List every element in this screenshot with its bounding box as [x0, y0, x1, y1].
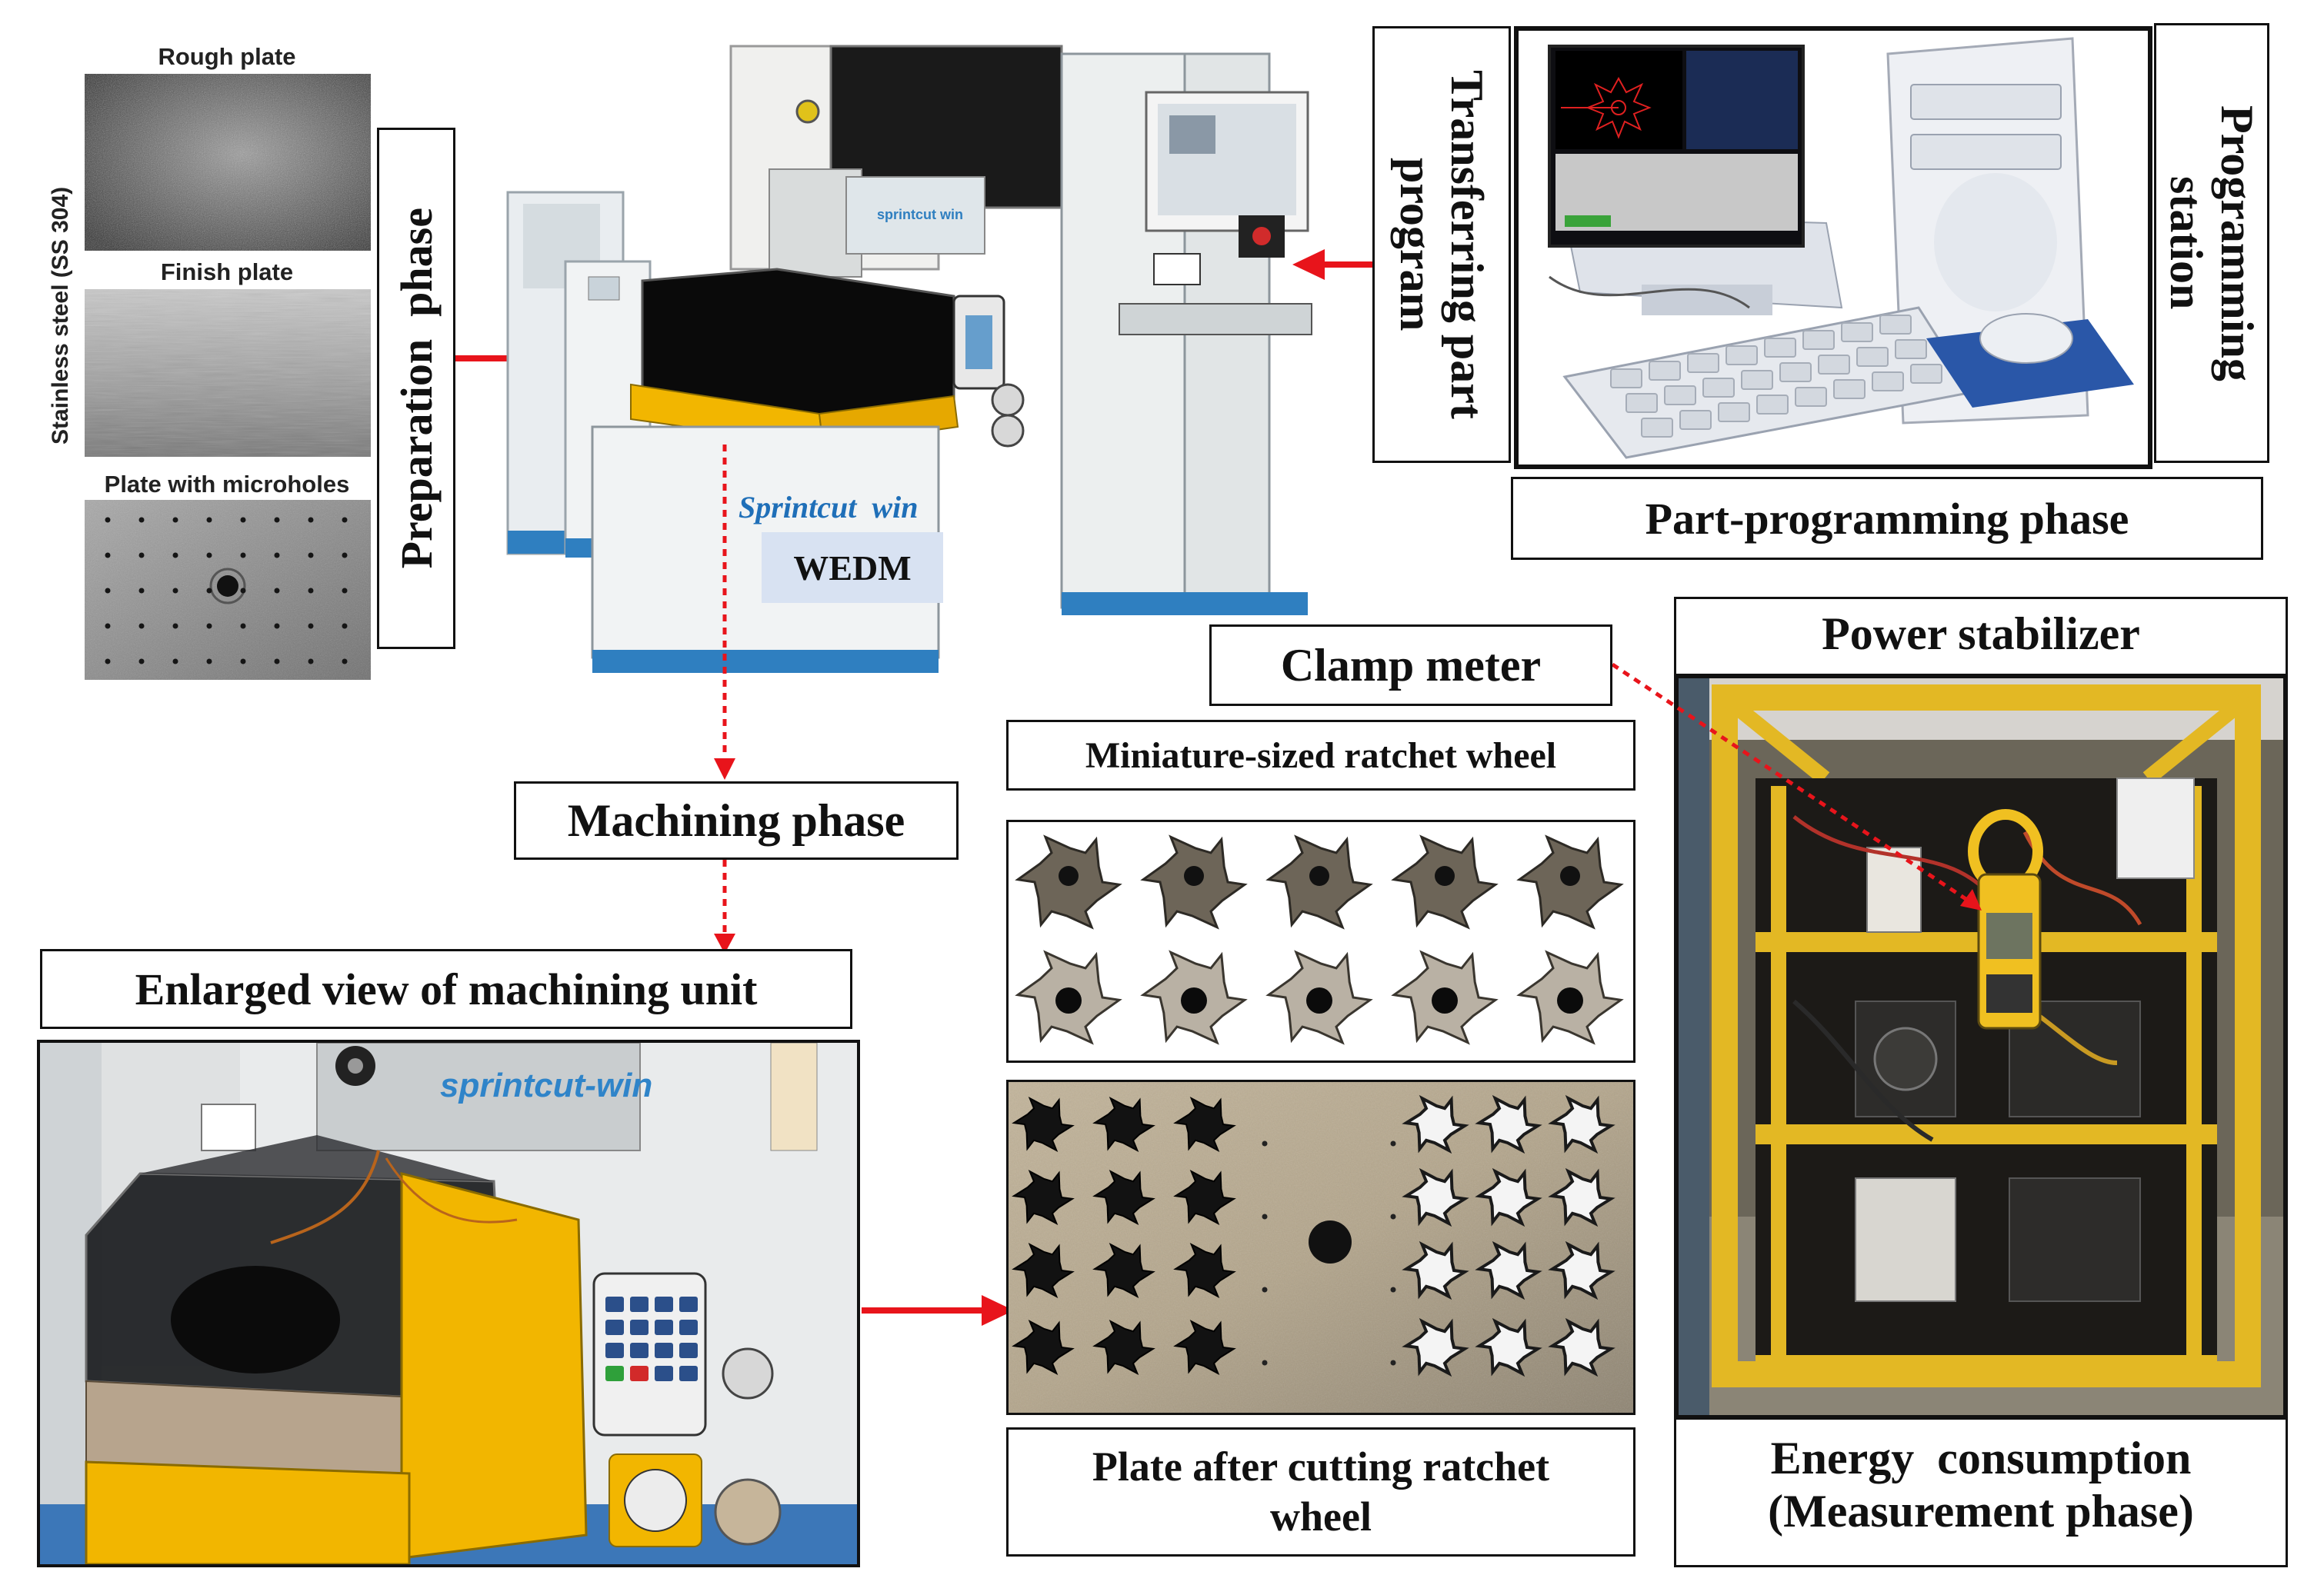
enlarged-view-box: Enlarged view of machining unit — [40, 949, 852, 1029]
ratchet-wheel-box: Miniature-sized ratchet wheel — [1006, 720, 1635, 791]
microholes-plate-label: Plate with microholes — [104, 471, 350, 498]
finish-plate-label: Finish plate — [160, 258, 294, 285]
preparation-phase-label: Preparation phase — [391, 208, 442, 569]
dotted-pointer-icon — [1612, 662, 1982, 911]
ratchet-wheel-label: Miniature-sized ratchet wheel — [1085, 734, 1557, 776]
cut-plate-image — [1006, 1080, 1635, 1415]
power-stabilizer-label: Power stabilizer — [1822, 608, 2140, 659]
programming-station-label: Programming station — [2161, 105, 2262, 381]
plate-after-cutting-line1: Plate after cutting ratchet — [1092, 1443, 1550, 1490]
panel-logo-text: sprintcut win — [877, 207, 963, 222]
wedm-label: WEDM — [793, 548, 912, 588]
arrow-down-dotted-icon — [714, 445, 735, 780]
preparation-phase-box: Preparation phase — [377, 128, 455, 649]
energy-consumption-line: Energy consumption — [1770, 1433, 2192, 1483]
microholes-plate-image — [85, 500, 371, 680]
arrow-down-dotted-icon-2 — [714, 860, 735, 954]
power-stabilizer-image — [1674, 674, 2288, 1420]
rough-plate-image — [85, 74, 371, 251]
programming-station-box: Programming station — [2154, 23, 2269, 463]
measurement-phase-label: Energy consumption (Measurement phase) — [1674, 1432, 2288, 1538]
material-label: Stainless steel (SS 304) — [48, 186, 73, 445]
enlarged-view-label: Enlarged view of machining unit — [135, 964, 758, 1014]
ratchet-wheels-image — [1006, 820, 1635, 1063]
part-programming-phase-box: Part-programming phase — [1511, 477, 2263, 560]
clamp-meter-box: Clamp meter — [1209, 624, 1612, 706]
machine-brand-label: Sprintcut win — [739, 490, 919, 524]
part-programming-phase-label: Part-programming phase — [1645, 493, 2129, 544]
arrow-right-icon-2 — [862, 1295, 1014, 1326]
transferring-box: Transferring part program — [1372, 26, 1511, 463]
machining-unit-image: sprintcut-win — [37, 1040, 860, 1567]
unit-logo-text: sprintcut-win — [440, 1067, 652, 1104]
machining-phase-box: Machining phase — [514, 781, 959, 860]
rough-plate-label: Rough plate — [158, 43, 296, 70]
arrow-left-icon — [1292, 249, 1372, 280]
plate-after-cutting-box: Plate after cutting ratchet wheel — [1006, 1427, 1635, 1557]
transferring-label: Transferring part program — [1391, 70, 1492, 419]
measurement-phase-line: (Measurement phase) — [1768, 1486, 2194, 1537]
plate-after-cutting-line2: wheel — [1270, 1493, 1372, 1540]
clamp-meter-label: Clamp meter — [1280, 639, 1542, 691]
wedm-label-panel: WEDM — [762, 532, 943, 603]
finish-plate-image — [85, 289, 371, 457]
machining-phase-label: Machining phase — [567, 794, 905, 846]
programming-station-image — [1514, 26, 2152, 469]
